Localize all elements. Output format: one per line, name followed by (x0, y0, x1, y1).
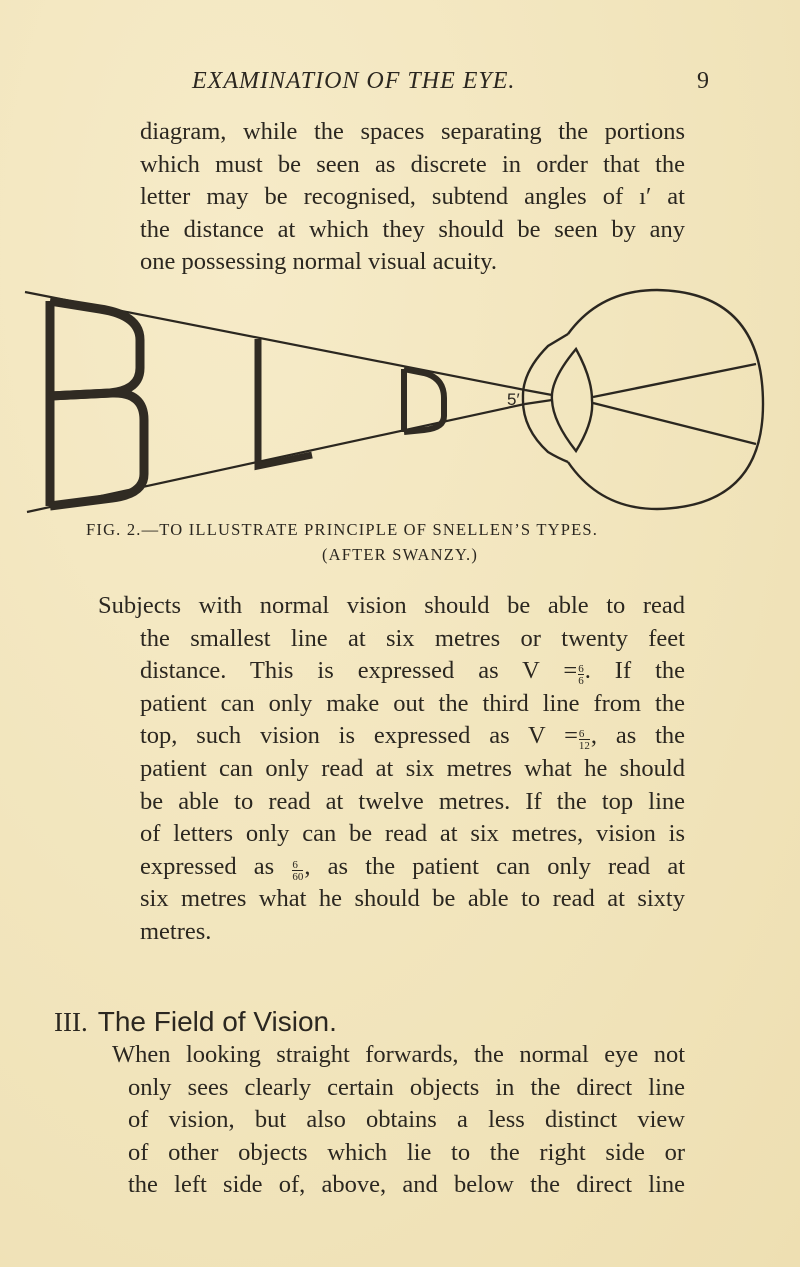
text-fragment: top, such vision is expressed as V = (140, 722, 578, 750)
text-fragment: expressed as (140, 852, 275, 880)
text-fragment: . If the (584, 657, 685, 685)
text-line: Subjects with normal vision should be ab… (98, 592, 685, 619)
text-fragment: , as the (590, 722, 685, 750)
snellen-diagram-svg: 5′ (24, 288, 765, 514)
text-line: of letters only can be read at six metre… (140, 820, 685, 848)
text-line: be able to read at twelve metres. If the… (140, 787, 685, 815)
letter-d (401, 366, 447, 435)
text-line: patient can only make out the third line… (140, 689, 685, 717)
letter-l (254, 339, 313, 471)
eye-diagram (521, 288, 765, 511)
text-line: patient can only read at six metres what… (140, 754, 685, 782)
text-line: the distance at which they should be see… (140, 215, 685, 243)
text-line: only sees clearly certain objects in the… (128, 1073, 685, 1101)
text-line: metres. (140, 917, 212, 945)
text-line: six metres what he should be able to rea… (140, 885, 685, 913)
text-line: which must be seen as discrete in order … (140, 150, 685, 178)
text-line: of other objects which lie to the right … (128, 1138, 685, 1166)
visual-angle-lines (24, 290, 526, 514)
section-number: III. (54, 1007, 88, 1037)
paragraph-1: diagram, while the spaces separating the… (140, 116, 685, 279)
angle-label: 5′ (507, 390, 520, 409)
text-line: of vision, but also obtains a less disti… (128, 1106, 685, 1134)
text-line: the smallest line at six metres or twent… (140, 624, 685, 652)
page-number: 9 (697, 68, 709, 94)
text-fragment: distance. This is expressed as V = (140, 657, 578, 685)
section-heading: III. The Field of Vision. (54, 1006, 337, 1038)
text-line: the left side of, above, and below the d… (128, 1171, 685, 1199)
text-line: When looking straight forwards, the norm… (112, 1041, 685, 1068)
paragraph-3: When looking straight forwards, the norm… (112, 1039, 685, 1202)
running-title: EXAMINATION OF THE EYE. (192, 68, 516, 94)
figure-caption-attribution: (AFTER SWANZY.) (321, 545, 479, 564)
figure-caption: FIG. 2.—TO ILLUSTRATE PRINCIPLE OF SNELL… (86, 520, 599, 539)
section-title: The Field of Vision. (97, 1006, 337, 1037)
text-line: letter may be recognised, subtend angles… (140, 183, 685, 211)
text-fragment: , as the patient can only read at (304, 852, 686, 880)
text-line: one possessing normal visual acuity. (140, 248, 498, 276)
snellen-figure: 5′ (0, 280, 800, 520)
running-head: EXAMINATION OF THE EYE. 9 (0, 68, 800, 108)
letter-b (45, 296, 149, 511)
text-line: diagram, while the spaces separating the… (140, 118, 685, 145)
paragraph-2: Subjects with normal vision should be ab… (98, 590, 685, 949)
